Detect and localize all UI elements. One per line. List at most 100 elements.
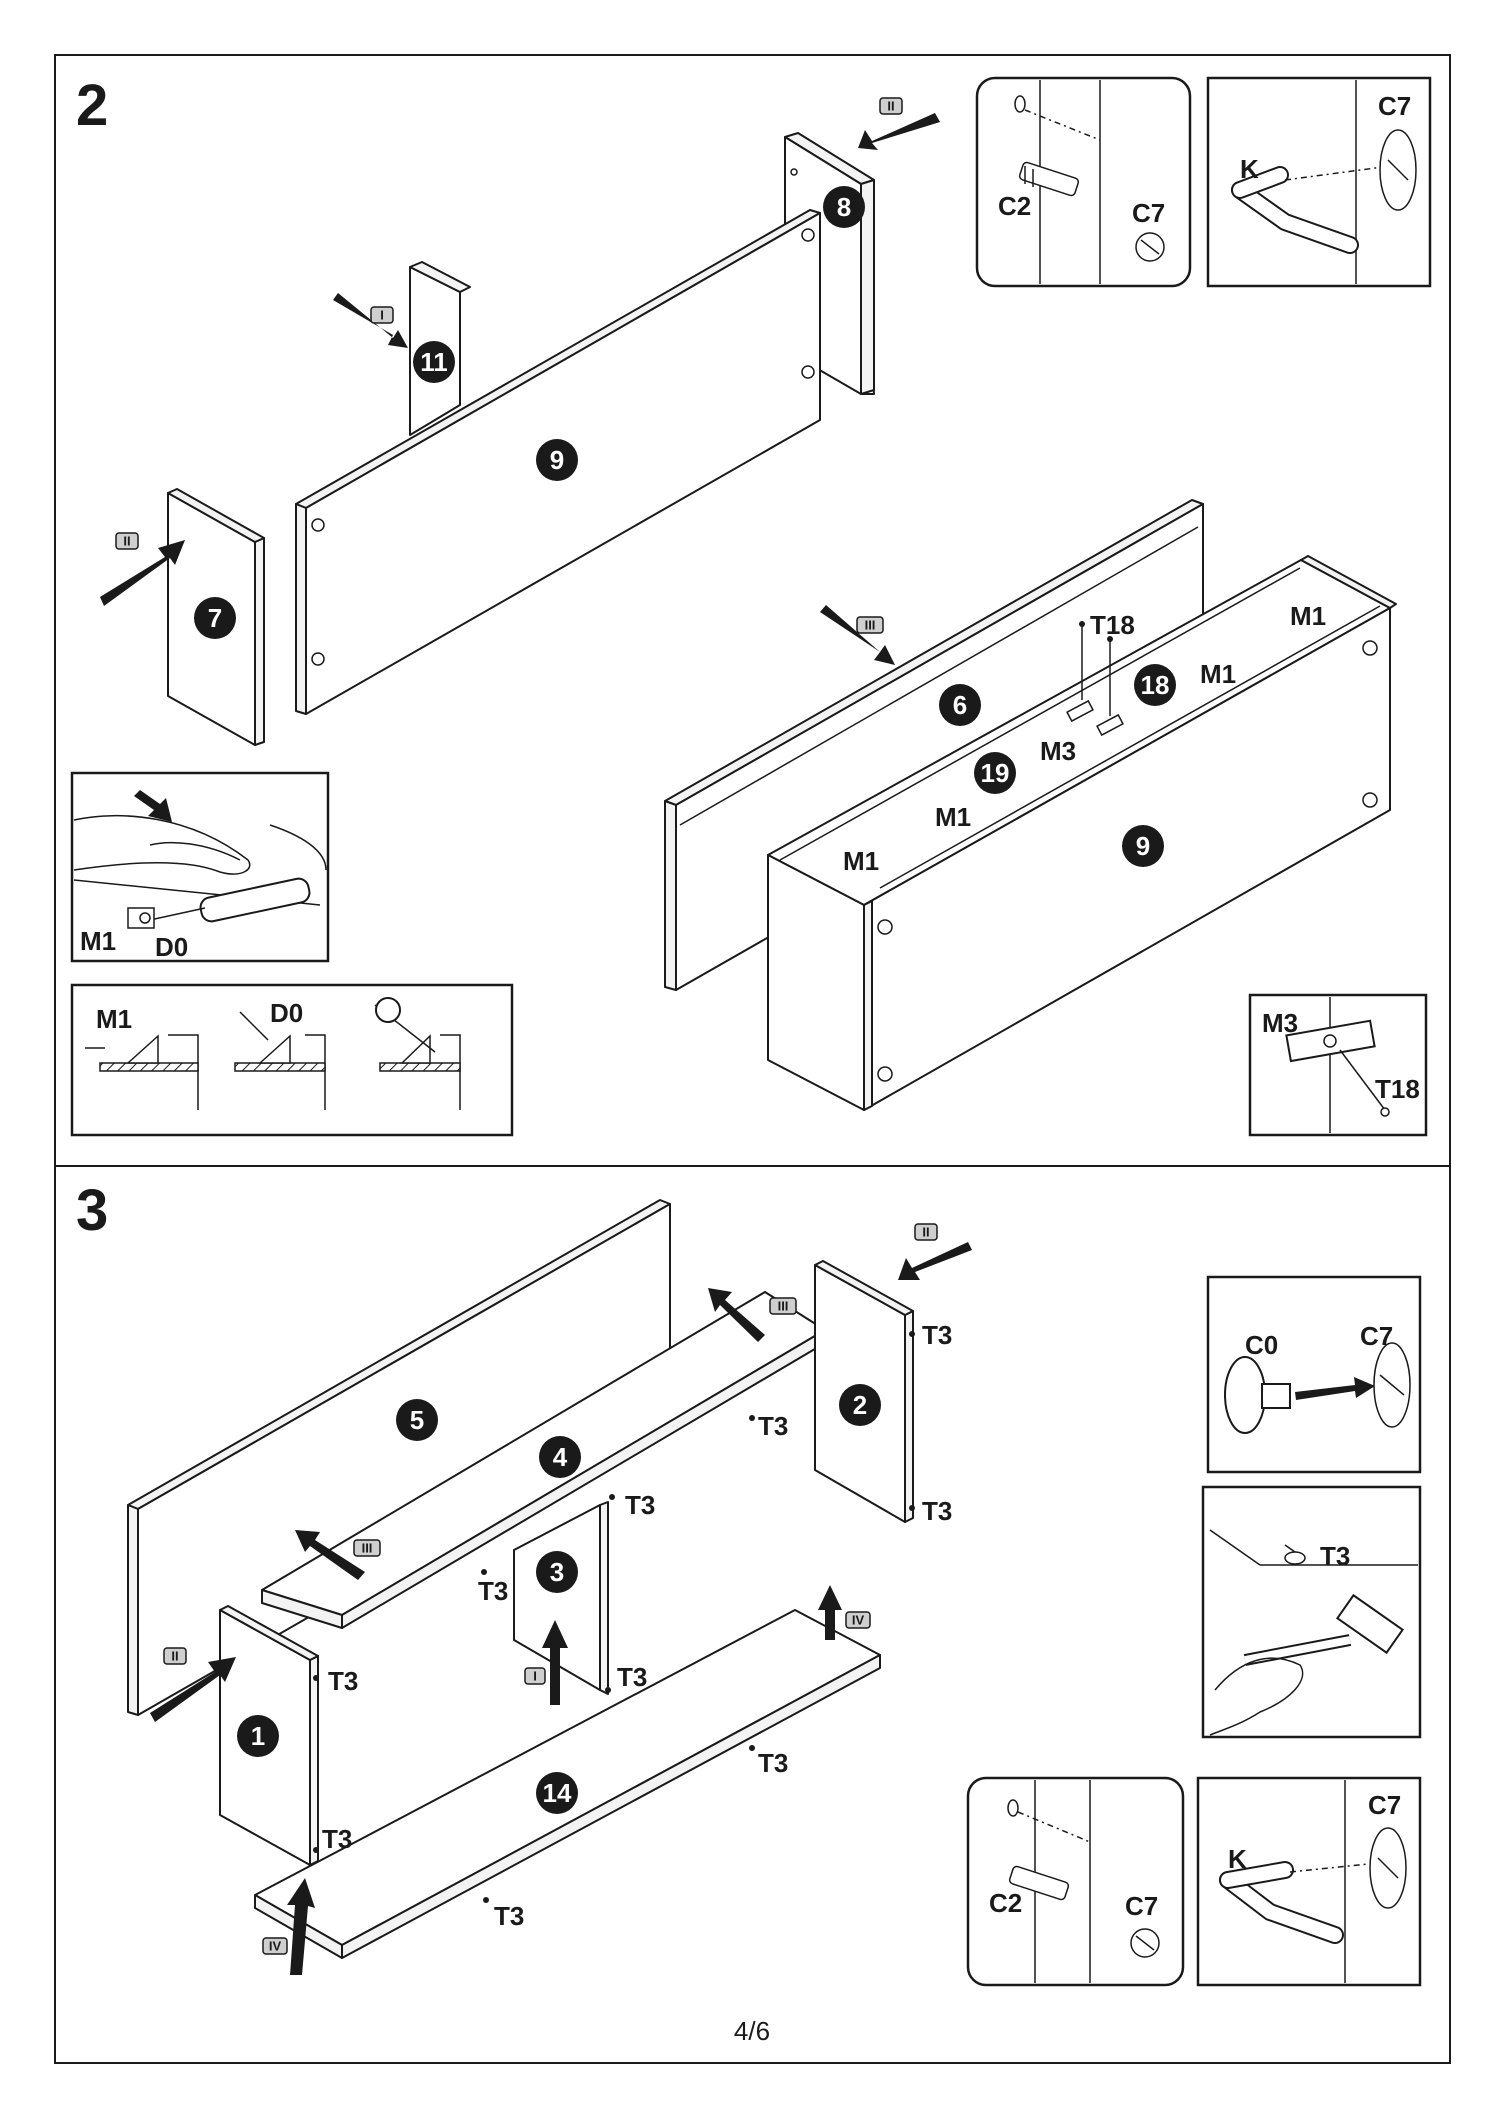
- label-t3-f: T3: [328, 1666, 358, 1696]
- arrow-ii-panel-7: II: [100, 532, 185, 606]
- part-number-14: 14: [536, 1772, 578, 1814]
- label-m1-d: M1: [843, 846, 879, 876]
- label-t3-e: T3: [478, 1576, 508, 1606]
- t3-glides: [313, 1331, 915, 1903]
- label-k: K: [1240, 154, 1259, 184]
- part-number-11: 11: [413, 341, 455, 383]
- svg-text:II: II: [922, 1225, 929, 1240]
- svg-text:2: 2: [853, 1390, 867, 1420]
- part-number-2: 2: [839, 1384, 881, 1426]
- section-3: [374, 997, 461, 1110]
- arrow-iv-panel-14-right: IV: [818, 1585, 871, 1640]
- arrow-iii-panel-4-top: III: [708, 1288, 797, 1342]
- svg-text:II: II: [123, 534, 130, 549]
- arrow-iii-panel-4-left: III: [295, 1530, 381, 1580]
- arrow-iii-panel-6: III: [820, 605, 895, 665]
- connector-c0-icon: [1224, 1356, 1291, 1434]
- step2-label: 2: [76, 73, 108, 138]
- screwdriver-icon: [149, 877, 311, 923]
- svg-text:11: 11: [420, 347, 448, 377]
- svg-text:1: 1: [251, 1721, 265, 1751]
- cam-dowel-icon: [1008, 1865, 1070, 1901]
- label-t18: T18: [1375, 1074, 1420, 1104]
- inset-m3-t18: M3 T18: [1248, 993, 1428, 1137]
- inset-k-c7-step2: K C7: [1206, 76, 1432, 288]
- svg-text:14: 14: [543, 1778, 572, 1808]
- svg-text:3: 3: [550, 1557, 564, 1587]
- inset-section-m1-d0: M1 D0: [70, 983, 514, 1137]
- page-frame: [54, 54, 1451, 2064]
- allen-key-icon: [1231, 166, 1359, 254]
- label-m1: M1: [80, 926, 116, 956]
- label-t3-b: T3: [922, 1496, 952, 1526]
- section-1: [85, 1034, 199, 1110]
- label-c2: C2: [998, 191, 1031, 221]
- label-t3-h: T3: [322, 1824, 352, 1854]
- svg-text:9: 9: [550, 445, 564, 475]
- label-t3-d: T3: [625, 1490, 655, 1520]
- allen-key-icon: [1219, 1861, 1344, 1944]
- svg-text:II: II: [887, 99, 894, 114]
- part-number-1: 1: [237, 1715, 279, 1757]
- label-m1: M1: [96, 1004, 132, 1034]
- arrow-i-panel-3: I: [524, 1620, 568, 1705]
- dowel-m1-icon: [127, 907, 155, 929]
- svg-text:IV: IV: [852, 1613, 865, 1628]
- label-c7: C7: [1368, 1790, 1401, 1820]
- svg-text:5: 5: [410, 1405, 424, 1435]
- label-d0: D0: [270, 998, 303, 1028]
- label-m1-a: M1: [1290, 601, 1326, 631]
- inset-hammer-t3: T3: [1201, 1485, 1422, 1739]
- hammer-icon: [1243, 1593, 1404, 1666]
- arrow-ii-panel-2: II: [898, 1223, 972, 1280]
- glide-t3-icon: [1284, 1544, 1306, 1565]
- part-number-19: 19: [974, 752, 1016, 794]
- label-k: K: [1228, 1844, 1247, 1874]
- label-t3-c: T3: [758, 1411, 788, 1441]
- inset-k-c7-step3: K C7: [1196, 1776, 1422, 1987]
- part-number-9-box: 9: [1122, 825, 1164, 867]
- svg-text:I: I: [533, 1669, 537, 1684]
- part-number-18: 18: [1134, 664, 1176, 706]
- part-number-8: 8: [823, 186, 865, 228]
- label-c7: C7: [1360, 1321, 1393, 1351]
- cam-lock-icon: [1379, 129, 1417, 211]
- label-d0: D0: [155, 932, 188, 962]
- arrow-ii-panel-1: II: [150, 1647, 236, 1722]
- inset-hand-screwdriver: M1 D0: [70, 771, 330, 963]
- inset-c0-c7: C0 C7: [1206, 1275, 1422, 1474]
- label-t18: T18: [1090, 610, 1135, 640]
- label-t3: T3: [1320, 1541, 1350, 1571]
- cam-dowel-icon: [1018, 161, 1080, 197]
- svg-text:8: 8: [837, 192, 851, 222]
- cam-lock-icon: [1369, 1827, 1407, 1909]
- label-c7: C7: [1125, 1891, 1158, 1921]
- cam-lock-icon: [1135, 232, 1165, 262]
- label-t3-i: T3: [758, 1748, 788, 1778]
- label-c7: C7: [1378, 91, 1411, 121]
- svg-text:IV: IV: [269, 1939, 282, 1954]
- label-m1-c: M1: [935, 802, 971, 832]
- part-number-9-top: 9: [536, 439, 578, 481]
- svg-text:18: 18: [1141, 670, 1170, 700]
- step3-label: 3: [76, 1178, 108, 1243]
- label-c0: C0: [1245, 1330, 1278, 1360]
- svg-text:III: III: [778, 1299, 789, 1314]
- svg-text:III: III: [865, 618, 876, 633]
- arrow-ii-panel-8: II: [858, 97, 940, 150]
- part-number-5: 5: [396, 1399, 438, 1441]
- label-m1-b: M1: [1200, 659, 1236, 689]
- panel-3: [513, 1501, 609, 1695]
- inset-c2-c7-step2: C2 C7: [975, 76, 1192, 288]
- part-number-4: 4: [539, 1436, 581, 1478]
- label-m3: M3: [1040, 736, 1076, 766]
- t18-nails: [1066, 621, 1124, 737]
- svg-text:II: II: [171, 1649, 178, 1664]
- svg-text:19: 19: [981, 758, 1010, 788]
- label-c7: C7: [1132, 198, 1165, 228]
- part-number-7: 7: [194, 597, 236, 639]
- svg-text:7: 7: [208, 603, 222, 633]
- label-t3-g: T3: [617, 1662, 647, 1692]
